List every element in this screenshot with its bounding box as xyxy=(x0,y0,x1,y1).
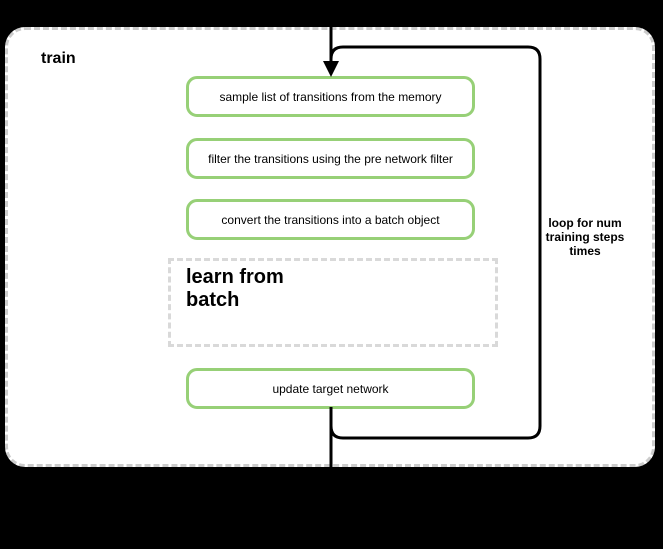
train-group-label: train xyxy=(41,50,76,67)
subprocess-learn-from-batch-label: learn from batch xyxy=(186,266,284,311)
loop-annotation: loop for num training steps times xyxy=(545,216,625,258)
step-update-target-network-label: update target network xyxy=(272,381,389,396)
step-convert-to-batch: convert the transitions into a batch obj… xyxy=(186,199,475,240)
step-filter-transitions: filter the transitions using the pre net… xyxy=(186,138,475,179)
subprocess-learn-from-batch: learn from batch xyxy=(168,258,498,347)
step-sample-transitions: sample list of transitions from the memo… xyxy=(186,76,475,117)
step-update-target-network: update target network xyxy=(186,368,475,409)
step-filter-transitions-label: filter the transitions using the pre net… xyxy=(208,151,453,166)
step-sample-transitions-label: sample list of transitions from the memo… xyxy=(219,89,442,104)
step-convert-to-batch-label: convert the transitions into a batch obj… xyxy=(221,212,440,227)
